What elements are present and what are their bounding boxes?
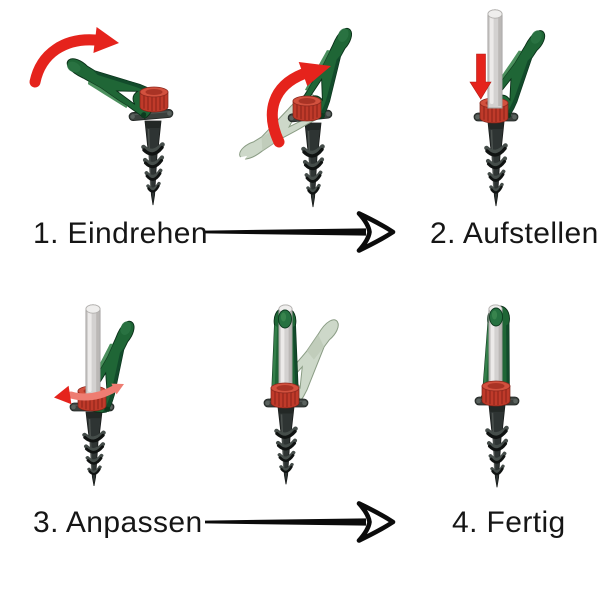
step-3-label: 3. Anpassen	[33, 506, 203, 539]
parasol-pole	[278, 304, 293, 396]
ghost-handle	[235, 88, 330, 173]
next-step-arrow-icon	[200, 210, 400, 254]
flip-up-arrow-icon	[266, 62, 331, 148]
figure-step-3-adjust	[30, 300, 160, 490]
rotate-arrow-icon	[29, 27, 119, 88]
parasol-pole	[487, 9, 503, 109]
twist-adjust-arrow-icon	[54, 383, 124, 405]
handle-apex-clip	[489, 307, 503, 327]
ground-screw	[304, 123, 323, 207]
step-1-label: 1. Eindrehen	[33, 217, 208, 250]
figure-step-1-screw-in	[25, 25, 180, 210]
insert-down-arrow-icon	[469, 53, 492, 100]
clamp-collar	[270, 382, 300, 409]
step-2-label: 2. Aufstellen	[430, 217, 599, 250]
ground-screw	[487, 122, 506, 206]
figure-transition-fold-up	[235, 8, 385, 208]
clamp-collar	[481, 380, 511, 407]
ground-screw	[277, 407, 296, 484]
handle-apex-clip	[278, 309, 292, 329]
figure-transition-close-clamp	[240, 295, 350, 490]
clamp-collar	[139, 86, 169, 113]
next-step-arrow-icon	[200, 500, 400, 544]
ground-screw	[144, 121, 163, 205]
figure-step-2-set-up	[445, 8, 570, 208]
parasol-pole	[85, 304, 101, 397]
ground-screw	[488, 405, 507, 487]
step-4-label: 4. Fertig	[452, 506, 566, 539]
clamp-collar	[292, 95, 322, 122]
figure-step-4-done	[450, 295, 560, 495]
claw-notch	[235, 155, 248, 172]
ground-screw	[85, 412, 104, 486]
parasol-pole	[488, 304, 503, 394]
